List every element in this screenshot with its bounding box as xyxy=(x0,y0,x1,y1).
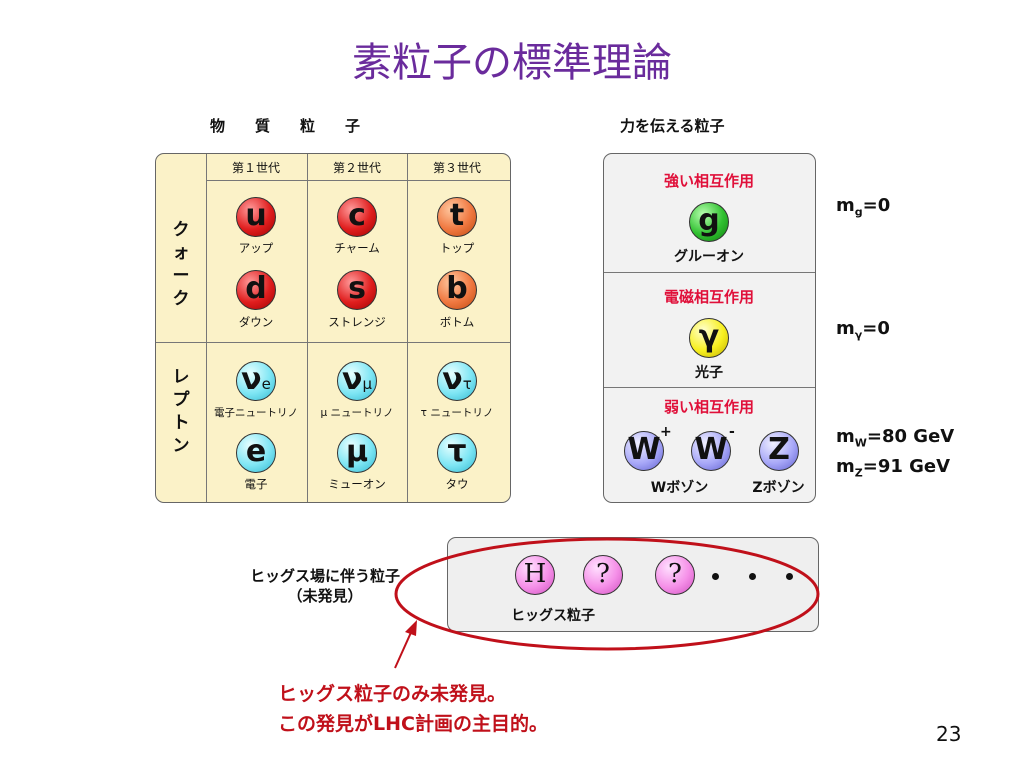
charm-quark-ball: c xyxy=(337,197,377,237)
gluon-mass: mg=0 xyxy=(836,195,891,219)
quark-row-label: クォーク xyxy=(172,220,190,309)
down-quark-label: ダウン xyxy=(238,315,274,329)
electron-ball: e xyxy=(236,433,276,473)
higgs-field-label: ヒッグス場に伴う粒子 xyxy=(249,567,400,585)
generation-1-header: 第１世代 xyxy=(231,161,280,175)
lepton-row-label: レプトン xyxy=(172,367,190,456)
w-plus-sign: + xyxy=(660,424,672,440)
tau-ball: τ xyxy=(437,433,477,473)
higgs-label: ヒッグス粒子 xyxy=(511,608,595,624)
note-line-1: ヒッグス粒子のみ未発見。 xyxy=(278,683,507,705)
up-quark-label: アップ xyxy=(238,241,274,255)
unknown-particle-ball-2: ? xyxy=(655,555,695,595)
muon-neutrino-label: μ ニュートリノ xyxy=(320,407,394,419)
w-plus-ball: W xyxy=(624,431,664,471)
w-minus-sign: - xyxy=(729,424,735,440)
bottom-quark-label: ボトム xyxy=(439,315,475,329)
em-interaction-title: 電磁相互作用 xyxy=(663,288,754,306)
charm-quark-label: チャーム xyxy=(334,241,380,255)
strange-quark-ball: s xyxy=(337,270,377,310)
electron-neutrino-label: 電子ニュートリノ xyxy=(214,407,298,419)
page-number: 23 xyxy=(936,722,962,746)
electron-neutrino-ball: νe xyxy=(236,361,276,401)
electron-label: 電子 xyxy=(244,477,268,491)
muon-ball: μ xyxy=(337,433,377,473)
tau-neutrino-label: τ ニュートリノ xyxy=(420,407,494,419)
weak-interaction-title: 弱い相互作用 xyxy=(663,398,754,416)
generation-3-header: 第３世代 xyxy=(432,161,481,175)
ellipsis-dot xyxy=(712,573,719,580)
higgs-ball: H xyxy=(515,555,555,595)
unknown-particle-ball-1: ? xyxy=(583,555,623,595)
tau-neutrino-ball: ντ xyxy=(437,361,477,401)
generation-2-header: 第２世代 xyxy=(332,161,381,175)
highlight-ellipse xyxy=(394,537,820,651)
z-mass: mZ=91 GeV xyxy=(836,456,951,480)
w-boson-label: Wボゾン xyxy=(650,480,709,496)
photon-mass: mγ=0 xyxy=(836,318,890,342)
z-boson-label: Zボゾン xyxy=(752,480,805,496)
slide-title: 素粒子の標準理論 xyxy=(352,40,672,86)
muon-neutrino-ball: νμ xyxy=(337,361,377,401)
matter-particle-table: 第１世代 第２世代 第３世代 クォーク レプトン u アップ c チャーム t … xyxy=(155,153,511,503)
photon-ball: γ xyxy=(689,318,729,358)
pointer-arrow-head xyxy=(405,620,417,636)
pointer-arrow-line xyxy=(394,627,414,669)
bottom-quark-ball: b xyxy=(437,270,477,310)
note-line-2: この発見がLHC計画の主目的。 xyxy=(278,713,548,735)
muon-label: ミューオン xyxy=(328,477,386,491)
tau-label: タウ xyxy=(445,477,469,491)
undiscovered-label: （未発見） xyxy=(287,587,363,605)
z-boson-ball: Z xyxy=(759,431,799,471)
ellipsis-dot xyxy=(786,573,793,580)
strange-quark-label: ストレンジ xyxy=(328,315,386,329)
top-quark-ball: t xyxy=(437,197,477,237)
higgs-box: H ? ? ヒッグス粒子 xyxy=(447,537,819,632)
w-minus-ball: W xyxy=(691,431,731,471)
strong-interaction-title: 強い相互作用 xyxy=(663,172,754,190)
force-carrier-box: 強い相互作用 g グルーオン 電磁相互作用 γ 光子 弱い相互作用 W + W … xyxy=(603,153,816,503)
gluon-label: グルーオン xyxy=(674,249,744,265)
up-quark-ball: u xyxy=(236,197,276,237)
w-mass: mW=80 GeV xyxy=(836,426,955,450)
down-quark-ball: d xyxy=(236,270,276,310)
force-carriers-header: 力を伝える粒子 xyxy=(620,117,725,135)
ellipsis-dot xyxy=(749,573,756,580)
gluon-ball: g xyxy=(689,202,729,242)
top-quark-label: トップ xyxy=(439,241,475,255)
matter-particles-header: 物 質 粒 子 xyxy=(210,117,361,135)
photon-label: 光子 xyxy=(695,365,723,381)
